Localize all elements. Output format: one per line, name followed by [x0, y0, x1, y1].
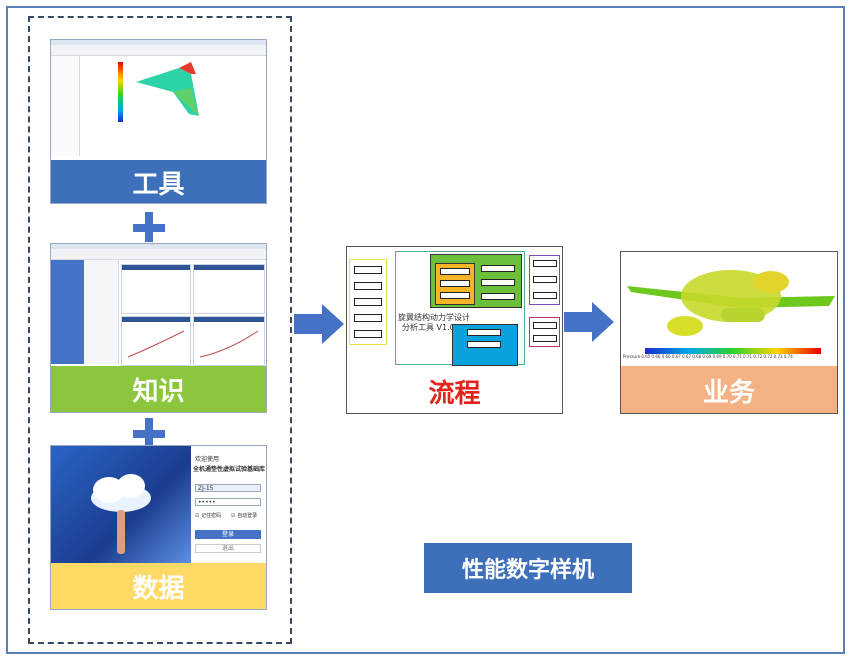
window-titlebar: [51, 244, 266, 249]
login-image: [51, 446, 191, 563]
color-legend-bar: [118, 62, 123, 122]
output-group-top: [529, 255, 560, 305]
data-banner: 数据: [51, 563, 266, 609]
knowledge-banner: 知识: [51, 366, 266, 412]
tool-label: 工具: [132, 169, 185, 200]
wing-icon: [118, 62, 199, 122]
legend-ticks: 0.65 0.66 0.66 0.67 0.67 0.68 0.69 0.69 …: [641, 354, 793, 359]
remember-checkbox[interactable]: ☑ 记住密码: [195, 513, 222, 519]
tool-card: 工具: [50, 39, 267, 204]
knowledge-label: 知识: [132, 377, 185, 407]
knowledge-card: 知识: [50, 243, 267, 413]
password-value: •••••: [198, 499, 216, 506]
input-group: [349, 259, 387, 345]
business-simulation: Pressure 0.65 0.66 0.66 0.67 0.67 0.68 0…: [621, 252, 837, 366]
username-field[interactable]: ZJ-15: [195, 484, 261, 492]
cloud-icon: [91, 474, 151, 554]
tool-name: 旋翼结构动力学设计: [398, 313, 470, 322]
system-title: 全机通垫性虚拟试验基础库: [193, 466, 266, 473]
data-label: 数据: [132, 574, 185, 604]
outer-frame: [6, 6, 845, 654]
plus-icon: [133, 212, 165, 242]
output-group-bottom: [529, 317, 560, 347]
window-menubar: [51, 45, 266, 56]
login-button[interactable]: 登录: [195, 530, 261, 539]
business-label: 业务: [702, 377, 755, 408]
tool-version: 分析工具 V1.0: [402, 323, 455, 332]
window-tree-panel: [51, 56, 80, 156]
process-label: 流程: [428, 378, 481, 409]
tool-banner: 工具: [51, 160, 266, 203]
nav-sidebar: [51, 260, 84, 364]
curve-panel-left: [121, 316, 191, 366]
business-card: Pressure 0.65 0.66 0.66 0.67 0.67 0.68 0…: [620, 251, 838, 414]
auto-login-checkbox[interactable]: ☑ 自动登录: [231, 513, 258, 519]
process-card: 旋翼结构动力学设计 分析工具 V1.0 流程: [346, 246, 563, 414]
pressure-legend-text: Pressure 0.65 0.66 0.66 0.67 0.67 0.68 0…: [623, 354, 793, 359]
summary-tag: 性能数字样机: [424, 543, 632, 593]
arrow-right-icon: [564, 302, 614, 342]
remember-label: 记住密码: [201, 513, 222, 519]
module-blue: [452, 324, 518, 366]
window-titlebar: [51, 40, 266, 45]
tool-screenshot: [51, 40, 266, 160]
summary-label: 性能数字样机: [461, 558, 594, 583]
curve-chart-right: [199, 330, 259, 358]
module-green: [430, 254, 522, 308]
core-group: 旋翼结构动力学设计 分析工具 V1.0: [395, 251, 525, 366]
curve-panel-right: [193, 316, 265, 366]
login-form: 欢迎使用 全机通垫性虚拟试验基础库 ZJ-15 ••••• ☑ 记住密码 ☑ 自…: [191, 446, 266, 563]
table-panel: [193, 264, 265, 314]
business-banner: 业务: [621, 366, 837, 413]
wing-lower: [173, 88, 199, 116]
process-diagram: 旋翼结构动力学设计 分析工具 V1.0: [349, 249, 560, 367]
arrow-right-icon: [294, 304, 344, 344]
welcome-text: 欢迎使用: [195, 456, 220, 463]
username-value: ZJ-15: [198, 485, 214, 492]
module-orange: [435, 263, 475, 305]
formula-panel: [121, 264, 191, 314]
pressure-legend-bar: [645, 348, 821, 354]
legend-title: Pressure: [623, 354, 641, 359]
resource-group-frame: [28, 16, 292, 644]
auto-login-label: 自动登录: [237, 513, 258, 519]
nav-list: [84, 260, 119, 364]
wing-surface: [136, 68, 199, 116]
window-menubar: [51, 249, 266, 260]
aircraft-icon: [627, 270, 835, 336]
wing-tip: [179, 62, 196, 74]
curve-chart-left: [127, 330, 185, 358]
plus-icon: [133, 418, 165, 448]
hand-icon: [117, 510, 125, 554]
exit-button[interactable]: 退出: [195, 544, 261, 553]
password-field[interactable]: •••••: [195, 498, 261, 506]
process-banner: 流程: [347, 369, 562, 413]
data-card: 欢迎使用 全机通垫性虚拟试验基础库 ZJ-15 ••••• ☑ 记住密码 ☑ 自…: [50, 445, 267, 610]
knowledge-screenshot: [51, 244, 266, 366]
